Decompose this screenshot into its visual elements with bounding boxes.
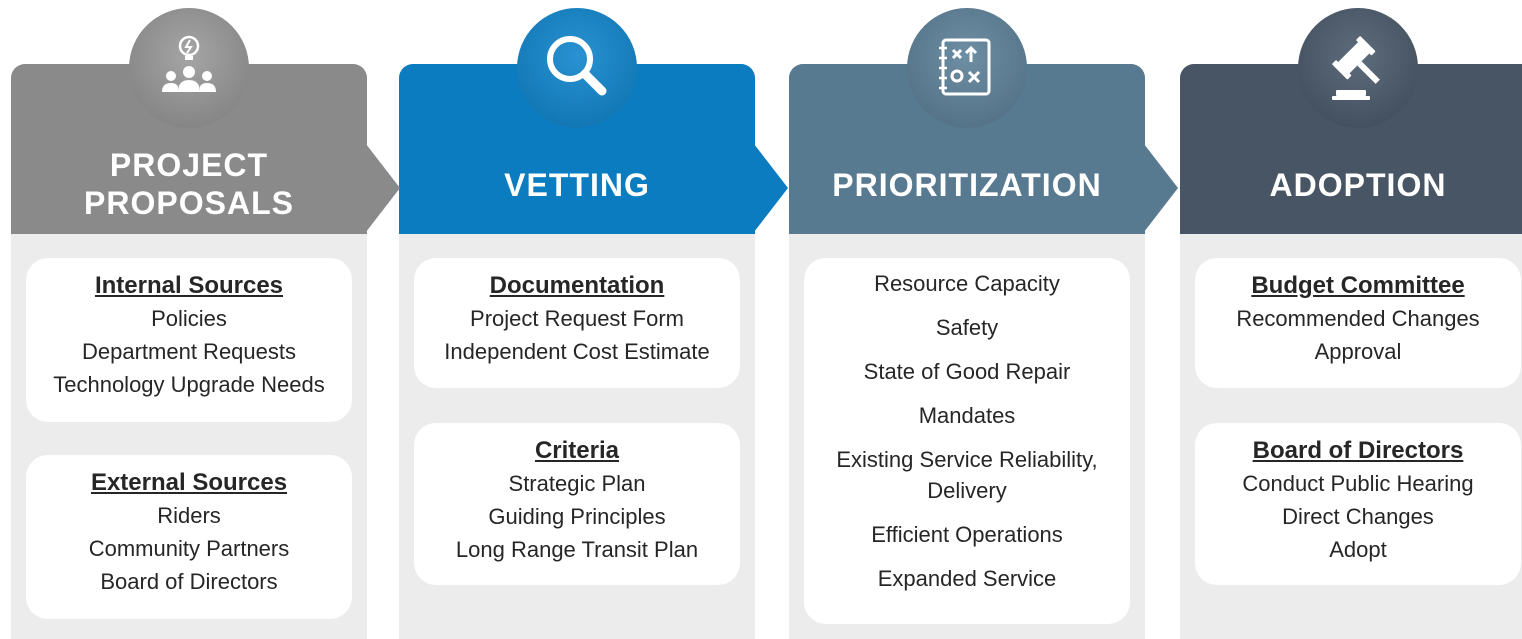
column-header: PRIORITIZATION xyxy=(789,8,1145,234)
column-title: PRIORITIZATION xyxy=(832,167,1102,203)
card-heading: Budget Committee xyxy=(1251,272,1465,299)
card-heading: Documentation xyxy=(489,272,665,299)
card-item: Conduct Public Hearing xyxy=(1242,471,1474,496)
column-project-proposals: PROJECT PROPOSALS Internal Sources Polic… xyxy=(11,8,367,639)
card-prioritization-criteria: Resource Capacity Safety State of Good R… xyxy=(804,258,1130,624)
column-title: ADOPTION xyxy=(1269,167,1447,203)
column-title: PROJECT PROPOSALS xyxy=(84,147,294,221)
flow-arrow xyxy=(366,144,400,232)
list-item: Safety xyxy=(935,315,999,340)
flow-arrow xyxy=(1144,144,1178,232)
card-internal-sources: Internal Sources Policies Department Req… xyxy=(26,258,352,422)
list-item: Existing Service Reliability, Delivery xyxy=(836,447,1098,503)
list-item: Resource Capacity xyxy=(874,271,1060,296)
list-item: Expanded Service xyxy=(877,566,1057,591)
card-heading: External Sources xyxy=(90,469,288,496)
card-item: Adopt xyxy=(1329,537,1387,562)
magnifying-glass-icon xyxy=(517,8,637,128)
card-item: Independent Cost Estimate xyxy=(444,339,710,364)
card-item: Department Requests xyxy=(82,339,296,364)
card-item: Technology Upgrade Needs xyxy=(53,372,325,397)
column-header: PROJECT PROPOSALS xyxy=(11,8,367,234)
card-criteria: Criteria Strategic Plan Guiding Principl… xyxy=(414,423,740,585)
list-item: Mandates xyxy=(918,403,1016,428)
card-item: Approval xyxy=(1314,339,1402,364)
card-board-of-directors: Board of Directors Conduct Public Hearin… xyxy=(1195,423,1521,585)
column-prioritization: PRIORITIZATION Resource Capacity Safety … xyxy=(789,8,1145,639)
card-heading: Internal Sources xyxy=(94,272,284,299)
card-documentation: Documentation Project Request Form Indep… xyxy=(414,258,740,388)
column-title: VETTING xyxy=(504,167,650,203)
card-external-sources: External Sources Riders Community Partne… xyxy=(26,455,352,619)
card-item: Recommended Changes xyxy=(1236,306,1480,331)
card-item: Direct Changes xyxy=(1282,504,1434,529)
list-item: Efficient Operations xyxy=(871,522,1063,547)
card-item: Board of Directors xyxy=(100,569,278,594)
card-item: Project Request Form xyxy=(470,306,684,331)
column-header: VETTING xyxy=(399,8,755,234)
card-item: Guiding Principles xyxy=(488,504,666,529)
card-heading: Criteria xyxy=(534,437,620,464)
column-adoption: ADOPTION Budget Committee Recommended Ch… xyxy=(1180,8,1522,639)
flow-arrow xyxy=(754,144,788,232)
card-item: Strategic Plan xyxy=(508,471,646,496)
column-header: ADOPTION xyxy=(1180,8,1522,234)
gavel-icon xyxy=(1298,8,1418,128)
card-budget-committee: Budget Committee Recommended Changes App… xyxy=(1195,258,1521,388)
card-item: Community Partners xyxy=(88,536,290,561)
lightbulb-team-icon xyxy=(129,8,249,128)
card-item: Policies xyxy=(151,306,227,331)
list-item: State of Good Repair xyxy=(863,359,1071,384)
card-item: Long Range Transit Plan xyxy=(455,537,699,562)
card-item: Riders xyxy=(157,503,221,528)
column-vetting: VETTING Documentation Project Request Fo… xyxy=(399,8,755,639)
card-heading: Board of Directors xyxy=(1252,437,1464,464)
strategy-board-icon xyxy=(907,8,1027,128)
